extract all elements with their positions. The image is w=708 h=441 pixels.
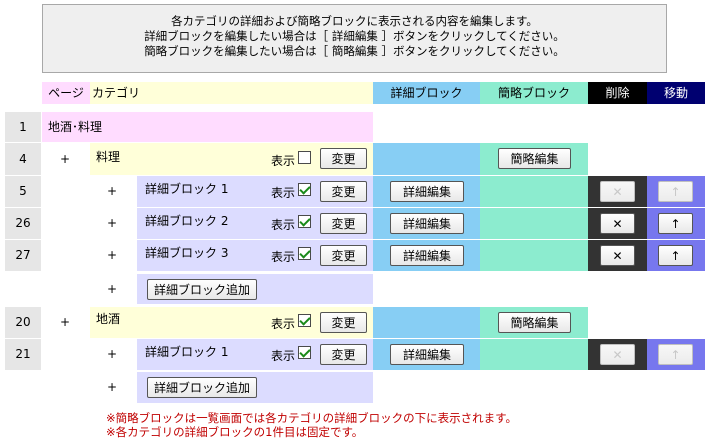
summary-cell [480, 240, 588, 271]
move-cell: ↑ [647, 240, 705, 271]
expand-plus: + [59, 315, 71, 329]
summary-cell [480, 176, 588, 207]
move-cell: ↑ [647, 208, 705, 239]
show-checkbox[interactable] [298, 151, 311, 164]
page-number: 27 [5, 240, 41, 271]
move-cell: ↑ [647, 176, 705, 207]
show-label: 表示 [271, 250, 296, 264]
detail-edit-button[interactable]: 詳細編集 [390, 344, 464, 365]
category-row: 地酒 表示 変更 [90, 307, 373, 338]
summary-edit-button[interactable]: 簡略編集 [498, 312, 571, 333]
page-number: 1 [5, 112, 41, 142]
change-button[interactable]: 変更 [320, 312, 367, 333]
page-title: 地酒･料理 [48, 120, 103, 134]
add-detail-row: 詳細ブロック追加 [137, 372, 373, 403]
note-line-2: ※各カテゴリの詳細ブロックの1件目は固定です。 [106, 425, 364, 439]
expand-plus: + [106, 347, 118, 361]
detail-cell: 詳細編集 [373, 176, 480, 207]
detail-block-title: 詳細ブロック 1 [145, 182, 229, 196]
info-line-2: 詳細ブロックを編集したい場合は［ 詳細編集 ］ボタンをクリックしてください。 [144, 29, 565, 43]
change-button[interactable]: 変更 [320, 148, 367, 169]
delete-cell: ✕ [588, 176, 647, 207]
add-detail-block-button[interactable]: 詳細ブロック追加 [147, 377, 257, 398]
delete-button[interactable]: ✕ [600, 213, 635, 234]
info-line-3: 簡略ブロックを編集したい場合は［ 簡略編集 ］ボタンをクリックしてください。 [144, 44, 565, 58]
page-number: 20 [5, 307, 41, 338]
page-number: 26 [5, 208, 41, 239]
detail-cell [373, 307, 480, 338]
expand-plus: + [106, 282, 118, 296]
header-page: ページ [42, 82, 90, 104]
header-detail-block: 詳細ブロック [373, 82, 480, 104]
move-up-button[interactable]: ↑ [658, 213, 693, 234]
detail-block-row: 詳細ブロック 1 表示 変更 [137, 176, 373, 207]
delete-cell: ✕ [588, 339, 647, 370]
show-checkbox[interactable] [298, 215, 311, 228]
category-title: 料理 [96, 150, 121, 164]
expand-plus: + [59, 152, 71, 166]
detail-edit-button[interactable]: 詳細編集 [390, 181, 464, 202]
header-category: カテゴリ [90, 82, 373, 104]
move-up-button[interactable]: ↑ [658, 245, 693, 266]
detail-cell: 詳細編集 [373, 208, 480, 239]
detail-edit-button[interactable]: 詳細編集 [390, 213, 464, 234]
expand-plus: + [106, 248, 118, 262]
delete-button[interactable]: ✕ [600, 344, 635, 365]
detail-cell: 詳細編集 [373, 339, 480, 370]
show-checkbox[interactable] [298, 183, 311, 196]
category-row: 料理 表示 変更 [90, 143, 373, 175]
page-number: 21 [5, 339, 41, 370]
delete-cell: ✕ [588, 208, 647, 239]
move-up-button[interactable]: ↑ [658, 181, 693, 202]
summary-cell [480, 208, 588, 239]
show-label: 表示 [271, 186, 296, 200]
change-button[interactable]: 変更 [320, 213, 367, 234]
detail-block-title: 詳細ブロック 2 [145, 214, 229, 228]
detail-cell [373, 143, 480, 175]
show-label: 表示 [271, 218, 296, 232]
category-title: 地酒 [96, 312, 121, 326]
page-number: 4 [5, 143, 41, 175]
detail-cell: 詳細編集 [373, 240, 480, 271]
page-number: 5 [5, 176, 41, 207]
detail-block-row: 詳細ブロック 3 表示 変更 [137, 240, 373, 271]
delete-button[interactable]: ✕ [600, 245, 635, 266]
note-line-1: ※簡略ブロックは一覧画面では各カテゴリの詳細ブロックの下に表示されます。 [106, 411, 517, 425]
change-button[interactable]: 変更 [320, 181, 367, 202]
move-up-button[interactable]: ↑ [658, 344, 693, 365]
summary-cell: 簡略編集 [480, 307, 588, 338]
header-move: 移動 [647, 82, 705, 104]
change-button[interactable]: 変更 [320, 344, 367, 365]
detail-edit-button[interactable]: 詳細編集 [390, 245, 464, 266]
show-label: 表示 [271, 317, 296, 331]
expand-plus: + [106, 380, 118, 394]
show-label: 表示 [271, 349, 296, 363]
show-label: 表示 [271, 154, 296, 168]
show-checkbox[interactable] [298, 346, 311, 359]
delete-cell: ✕ [588, 240, 647, 271]
notes: ※簡略ブロックは一覧画面では各カテゴリの詳細ブロックの下に表示されます。 ※各カ… [106, 411, 696, 439]
change-button[interactable]: 変更 [320, 245, 367, 266]
expand-plus: + [106, 216, 118, 230]
detail-block-title: 詳細ブロック 3 [145, 246, 229, 260]
expand-plus: + [106, 184, 118, 198]
add-detail-block-button[interactable]: 詳細ブロック追加 [147, 279, 257, 300]
info-box: 各カテゴリの詳細および簡略ブロックに表示される内容を編集します。 詳細ブロックを… [42, 4, 667, 73]
detail-block-row: 詳細ブロック 2 表示 変更 [137, 208, 373, 239]
show-checkbox[interactable] [298, 247, 311, 260]
move-cell: ↑ [647, 339, 705, 370]
summary-cell: 簡略編集 [480, 143, 588, 175]
show-checkbox[interactable] [298, 314, 311, 327]
add-detail-row: 詳細ブロック追加 [137, 274, 373, 304]
detail-block-row: 詳細ブロック 1 表示 変更 [137, 339, 373, 370]
header-delete: 削除 [588, 82, 647, 104]
page-title-row: 地酒･料理 [42, 112, 373, 142]
delete-button[interactable]: ✕ [600, 181, 635, 202]
summary-cell [480, 339, 588, 370]
summary-edit-button[interactable]: 簡略編集 [498, 148, 571, 169]
info-line-1: 各カテゴリの詳細および簡略ブロックに表示される内容を編集します。 [171, 14, 538, 28]
header-summary-block: 簡略ブロック [480, 82, 588, 104]
detail-block-title: 詳細ブロック 1 [145, 345, 229, 359]
